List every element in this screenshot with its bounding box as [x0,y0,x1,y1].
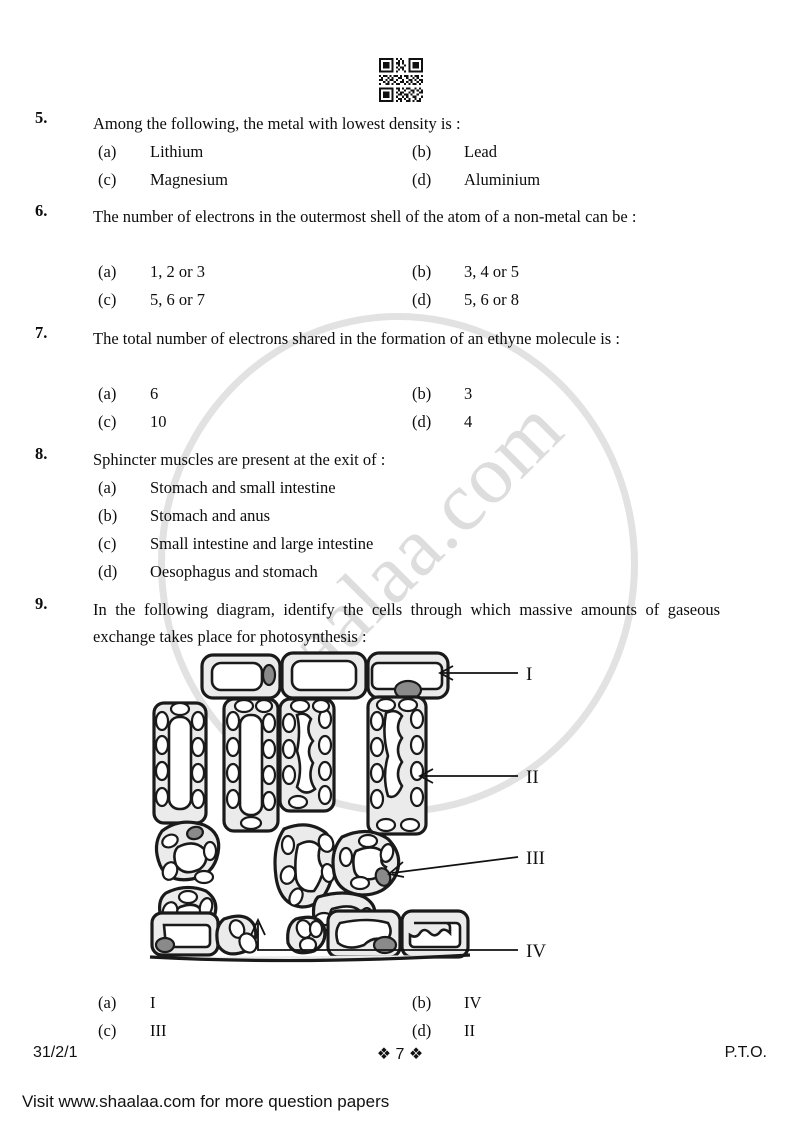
option-text: 4 [464,412,473,431]
option-text: Stomach and small intestine [150,478,336,497]
question-stem: Among the following, the metal with lowe… [93,114,461,133]
guard-cell [286,915,327,955]
option-text: 5, 6 or 8 [464,290,519,309]
option-tag: (a) [98,384,117,403]
option-text: I [150,993,156,1012]
option-tag: (d) [412,412,432,431]
option-tag: (c) [98,412,117,431]
paper-code: 31/2/1 [33,1044,78,1061]
option-tag: (a) [98,262,117,281]
option-tag: (c) [98,534,117,553]
question-stem: Sphincter muscles are present at the exi… [93,450,386,469]
page-number: ❖ 7 ❖ [376,1046,424,1063]
turn-over-note: P.T.O. [724,1044,767,1061]
question-number: 9. [35,594,48,613]
option-text: Lead [464,142,497,161]
question-number: 6. [35,201,48,220]
option-tag: (d) [412,1021,432,1040]
leader-line-III [391,856,519,874]
option-tag: (c) [98,1021,117,1040]
option-text: 6 [150,384,159,403]
spongy-mesophyll-cell [154,820,221,885]
option-text: 5, 6 or 7 [150,290,205,309]
palisade-mesophyll-cell [278,697,336,813]
qr-code-icon [379,58,423,102]
option-text: III [150,1021,167,1040]
option-tag: (c) [98,170,117,189]
option-text: Aluminium [464,170,541,189]
option-tag: (d) [412,290,432,309]
option-text: 10 [150,412,167,431]
option-tag: (a) [98,478,117,497]
upper-epidermis-cell [280,651,368,700]
question-stem: The total number of electrons shared in … [93,329,620,348]
diagram-label-III: III [526,848,545,869]
leader-line-IV [257,923,518,951]
question-stem: The number of electrons in the outermost… [93,207,637,226]
option-text: Oesophagus and stomach [150,562,318,581]
option-text: Small intestine and large intestine [150,534,374,553]
option-tag: (a) [98,993,117,1012]
diagram-label-II: II [526,767,539,788]
guard-cell [215,914,258,956]
option-text: Stomach and anus [150,506,271,525]
lower-epidermis-cell [326,909,402,959]
palisade-mesophyll-layer [152,695,428,836]
option-tag: (b) [412,993,432,1012]
option-text: IV [464,993,482,1012]
palisade-mesophyll-cell-labelled [366,695,428,836]
option-text: II [464,1021,475,1040]
diagram-label-IV: IV [526,941,546,962]
spongy-mesophyll-cell-labelled [331,829,401,897]
upper-epidermis-cell [200,653,282,700]
option-tag: (c) [98,290,117,309]
question-number: 7. [35,323,48,342]
option-tag: (a) [98,142,117,161]
option-text: 1, 2 or 3 [150,262,205,281]
option-tag: (b) [412,262,432,281]
option-text: Lithium [150,142,204,161]
upper-epidermis-cell [366,651,450,701]
diagram-label-I: I [526,664,532,685]
option-tag: (b) [412,384,432,403]
option-text: Magnesium [150,170,228,189]
palisade-mesophyll-cell [152,701,208,825]
option-tag: (d) [412,170,432,189]
lower-epidermis-cell [150,911,220,957]
question-number: 5. [35,108,48,127]
question-number: 8. [35,444,48,463]
upper-epidermis-layer [200,651,450,701]
option-tag: (b) [98,506,118,525]
option-text: 3 [464,384,473,403]
lower-epidermis-layer [149,909,471,963]
diagram-leader-lines [250,665,519,951]
option-tag: (d) [98,562,118,581]
question-stem: In the following diagram, identify the c… [93,600,720,646]
site-note: Visit www.shaalaa.com for more question … [22,1092,390,1111]
option-tag: (b) [412,142,432,161]
leaf-cross-section-diagram: .cw { fill:#ebebeb; stroke:#1a1a1a; stro… [140,645,560,975]
palisade-mesophyll-cell [222,697,280,833]
option-text: 3, 4 or 5 [464,262,519,281]
